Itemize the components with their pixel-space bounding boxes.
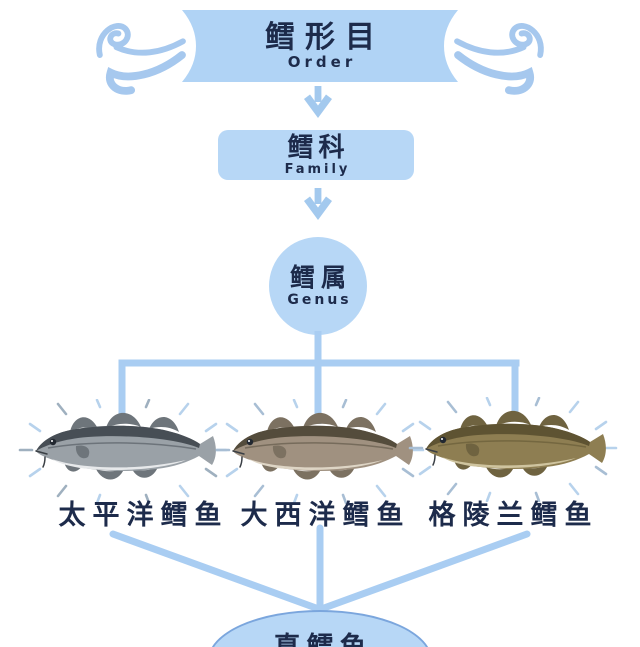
- ribbon-banner-shape: [182, 10, 458, 82]
- genus-label-zh: 鳕属: [289, 263, 352, 292]
- species-label-atlantic: 大西洋鳕鱼: [240, 500, 411, 531]
- flourish-left-icon: [96, 23, 186, 95]
- genus-label-en: Genus: [287, 292, 352, 308]
- pacific-cod-illustration: [19, 399, 227, 504]
- flourish-right-icon: [454, 23, 544, 95]
- genus-node: 鳕属 Genus: [269, 237, 367, 335]
- order-label-en: Order: [287, 52, 357, 71]
- species-label-pacific: 太平洋鳕鱼: [58, 500, 229, 531]
- result-label-zh: 真鳕鱼: [210, 612, 430, 647]
- greenland-cod-illustration: [409, 397, 617, 502]
- family-label-en: Family: [284, 161, 351, 177]
- species-label-greenland: 格陵兰鳕鱼: [428, 500, 599, 531]
- atlantic-cod-illustration: [216, 399, 424, 504]
- order-node: 鳕形目 Order: [178, 8, 462, 84]
- family-node: 鳕科 Family: [218, 130, 414, 180]
- order-label-zh: 鳕形目: [265, 19, 385, 55]
- result-node: 真鳕鱼: [208, 610, 432, 647]
- family-label-zh: 鳕科: [287, 132, 350, 163]
- down-arrow-icon: [304, 86, 332, 118]
- down-arrow-icon: [304, 188, 332, 220]
